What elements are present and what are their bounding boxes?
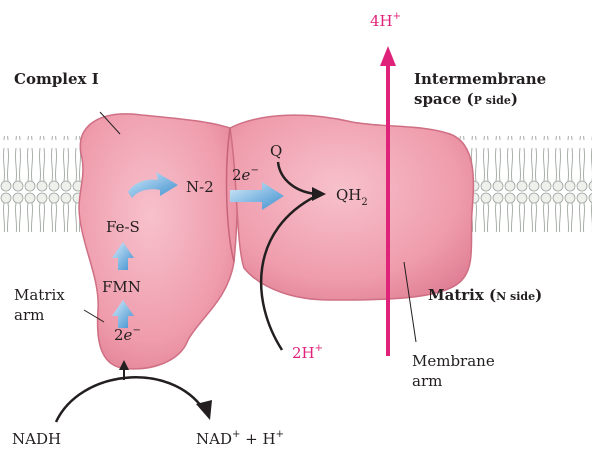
- matrix-protons-label: 2H+: [292, 343, 323, 362]
- intermembrane-label-line2: space (P side): [414, 90, 518, 108]
- nadh-arc-arrow: [56, 377, 204, 422]
- matrix-arm-label-line1: Matrix: [14, 286, 65, 304]
- complex-label: Complex I: [14, 70, 99, 88]
- n2-label: N-2: [186, 178, 214, 196]
- proton-pump-arrowhead: [380, 46, 396, 66]
- intermembrane-label-line1: Intermembrane: [414, 70, 546, 88]
- q-label: Q: [270, 142, 282, 160]
- matrix-arm-label-line2: arm: [14, 306, 44, 324]
- nadh-label: NADH: [12, 430, 61, 448]
- membrane-arm: [230, 115, 473, 300]
- matrix-arm: [79, 114, 237, 369]
- matrix-side-label: Matrix (N side): [428, 286, 542, 304]
- membrane-arm-label-line2: arm: [412, 372, 442, 390]
- pumped-protons-label: 4H+: [370, 11, 401, 30]
- fmn-label: FMN: [102, 278, 141, 296]
- fes-label: Fe-S: [106, 218, 140, 236]
- membrane-arm-label-line1: Membrane: [412, 352, 495, 370]
- nad-plus-label: NAD+ + H+: [196, 429, 284, 448]
